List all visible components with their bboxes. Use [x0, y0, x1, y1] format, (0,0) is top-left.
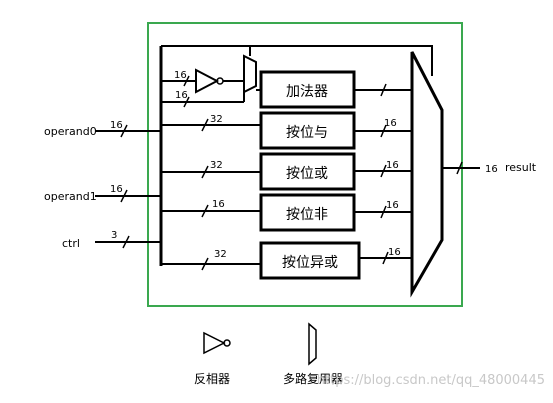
result-width: 16: [485, 164, 498, 175]
adder-out-slash: [380, 83, 387, 97]
adder-b-slash: [183, 96, 190, 108]
unit-and-label: 按位与: [286, 125, 328, 141]
not-out-slash: [380, 205, 387, 219]
legend-mux: 多路复用器: [283, 322, 343, 386]
feedback-wire: [161, 45, 433, 76]
legend-inverter-label: 反相器: [194, 372, 230, 386]
result-label: result: [505, 161, 537, 174]
inverter-input-slash: [183, 75, 190, 87]
operand1-label: operand1: [44, 190, 97, 203]
operand0-slash: [120, 124, 128, 138]
unit-adder: 加法器: [259, 70, 356, 109]
unit-or-in-slash: [201, 165, 209, 179]
adder-b-width: 16: [175, 90, 188, 101]
legend-inverter: 反相器: [194, 331, 231, 386]
unit-adder-label: 加法器: [286, 84, 328, 100]
unit-not-in-width: 16: [212, 199, 225, 210]
output-mux: [410, 51, 444, 298]
legend-inverter-bubble: [223, 339, 231, 347]
unit-or-label: 按位或: [286, 166, 328, 182]
unit-xor: 32 按位异或: [161, 241, 361, 280]
or-out-slash: [380, 164, 387, 178]
xor-out-slash: [382, 251, 389, 265]
unit-or: 32 按位或: [161, 152, 356, 191]
unit-not-label: 按位非: [286, 207, 328, 223]
or-out-width: 16: [386, 160, 399, 171]
operand0-width: 16: [110, 120, 123, 131]
unit-and: 32 按位与: [161, 111, 356, 150]
operand1-width: 16: [110, 184, 123, 195]
inverter-gate: [195, 68, 220, 94]
watermark: https://blog.csdn.net/qq_48000445: [317, 373, 545, 388]
ctrl-slash: [122, 235, 130, 249]
not-out-width: 16: [386, 200, 399, 211]
and-out-width: 16: [384, 118, 397, 129]
unit-or-in-width: 32: [210, 160, 223, 171]
inverter-input-width: 16: [174, 70, 187, 81]
unit-xor-label: 按位异或: [282, 255, 338, 271]
operand1-slash: [120, 189, 128, 203]
xor-out-width: 16: [388, 247, 401, 258]
unit-and-in-slash: [201, 118, 209, 132]
unit-not: 16 按位非: [161, 193, 356, 232]
unit-not-in-slash: [201, 204, 209, 218]
adder-input-mux: [243, 54, 257, 94]
unit-xor-in-slash: [201, 257, 209, 271]
alu-frame: [147, 22, 463, 307]
unit-and-in-width: 32: [210, 114, 223, 125]
unit-adder-box: [259, 70, 356, 109]
unit-xor-box: [259, 241, 361, 280]
legend-inverter-symbol: [203, 331, 226, 355]
legend-mux-label: 多路复用器: [283, 371, 343, 386]
result-slash: [456, 161, 463, 175]
ctrl-label: ctrl: [62, 237, 80, 250]
operand0-label: operand0: [44, 125, 97, 138]
and-out-slash: [380, 124, 387, 138]
unit-xor-in-width: 32: [214, 249, 227, 260]
unit-and-box: [259, 111, 356, 150]
ctrl-width: 3: [111, 230, 117, 241]
legend-mux-symbol: [308, 322, 317, 366]
